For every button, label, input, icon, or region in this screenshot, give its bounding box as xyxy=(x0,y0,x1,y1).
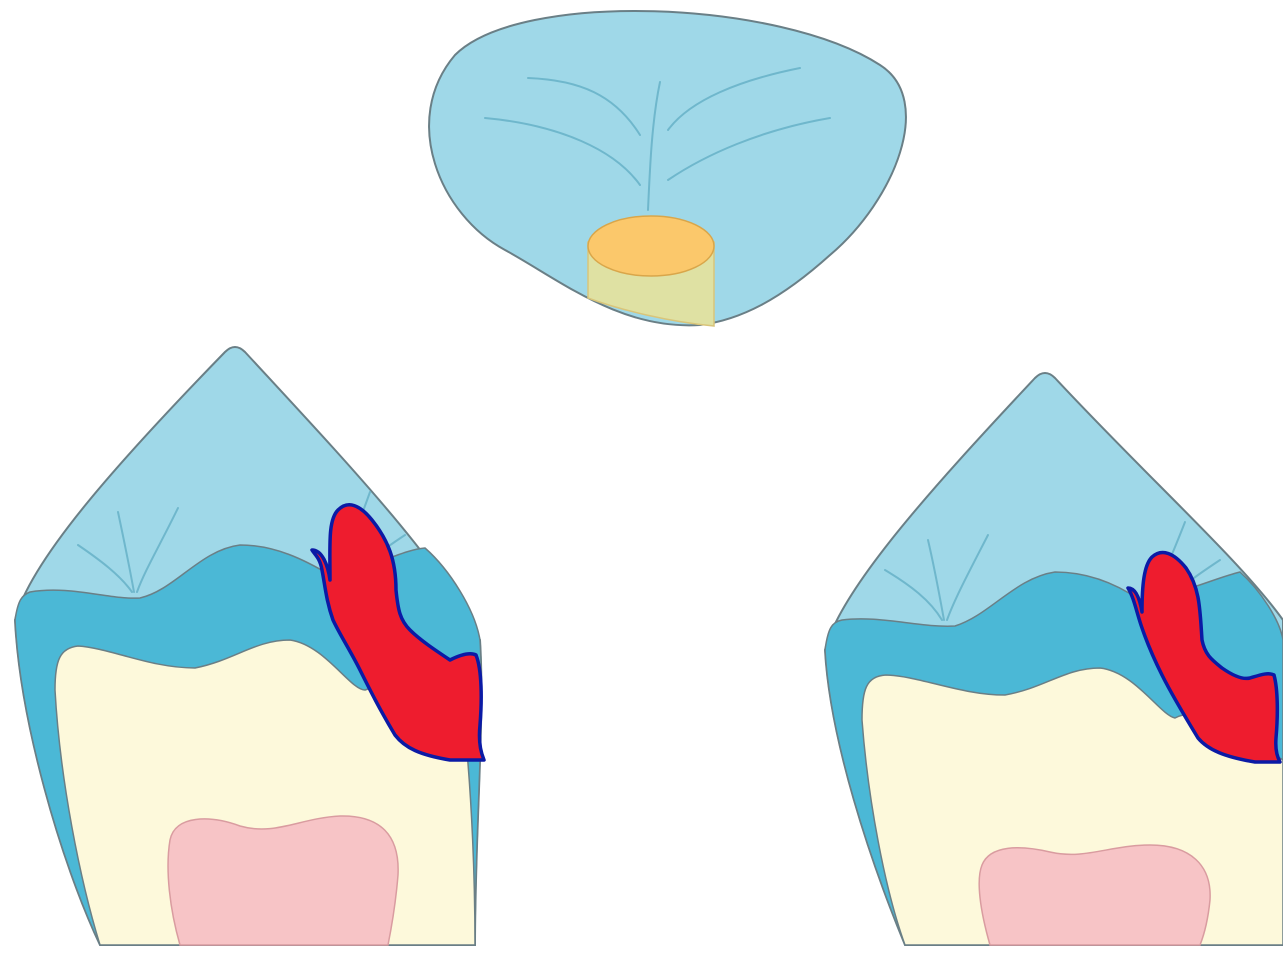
cross-section-left xyxy=(15,347,484,945)
pulp xyxy=(168,816,398,945)
cross-section-right xyxy=(825,373,1283,945)
occlusal-restoration xyxy=(588,216,714,326)
restoration-top xyxy=(588,216,714,276)
occlusal-view xyxy=(429,11,906,326)
pulp xyxy=(979,845,1210,945)
